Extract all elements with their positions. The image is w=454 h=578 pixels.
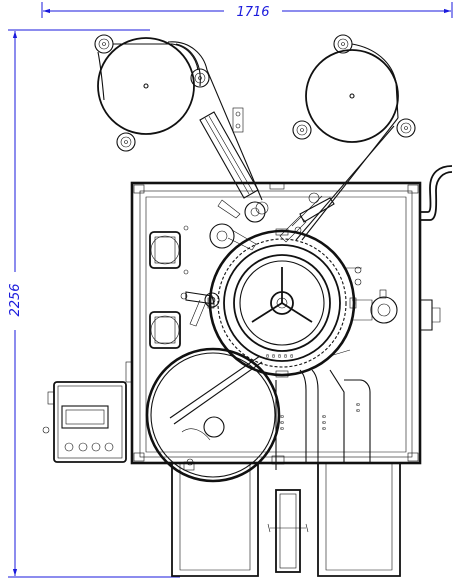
right-roller xyxy=(344,266,398,324)
guide-arm xyxy=(199,107,269,223)
left-windows xyxy=(149,225,189,349)
width-label: 1716 xyxy=(236,5,269,20)
lower-left-roll xyxy=(145,347,281,483)
right-reel xyxy=(292,34,416,241)
center-post xyxy=(267,489,309,573)
svg-text:0 0 0 0 0: 0 0 0 0 0 xyxy=(266,354,293,360)
left-leg xyxy=(171,461,259,577)
svg-text:0 0 0: 0 0 0 xyxy=(280,415,286,430)
control-box xyxy=(42,361,133,463)
dimension-height: 2256 xyxy=(8,29,180,578)
dimension-width: 1716 xyxy=(41,2,453,20)
svg-text:0 0 0: 0 0 0 xyxy=(322,415,328,430)
right-leg xyxy=(317,463,401,577)
left-reel xyxy=(94,34,263,201)
lower-right-section: 0 0 0 0 0 0 0 0 xyxy=(275,349,371,470)
main-frame xyxy=(130,165,453,465)
left-lever xyxy=(180,223,257,327)
height-label: 2256 xyxy=(8,283,23,316)
svg-text:0 0: 0 0 xyxy=(356,403,362,412)
